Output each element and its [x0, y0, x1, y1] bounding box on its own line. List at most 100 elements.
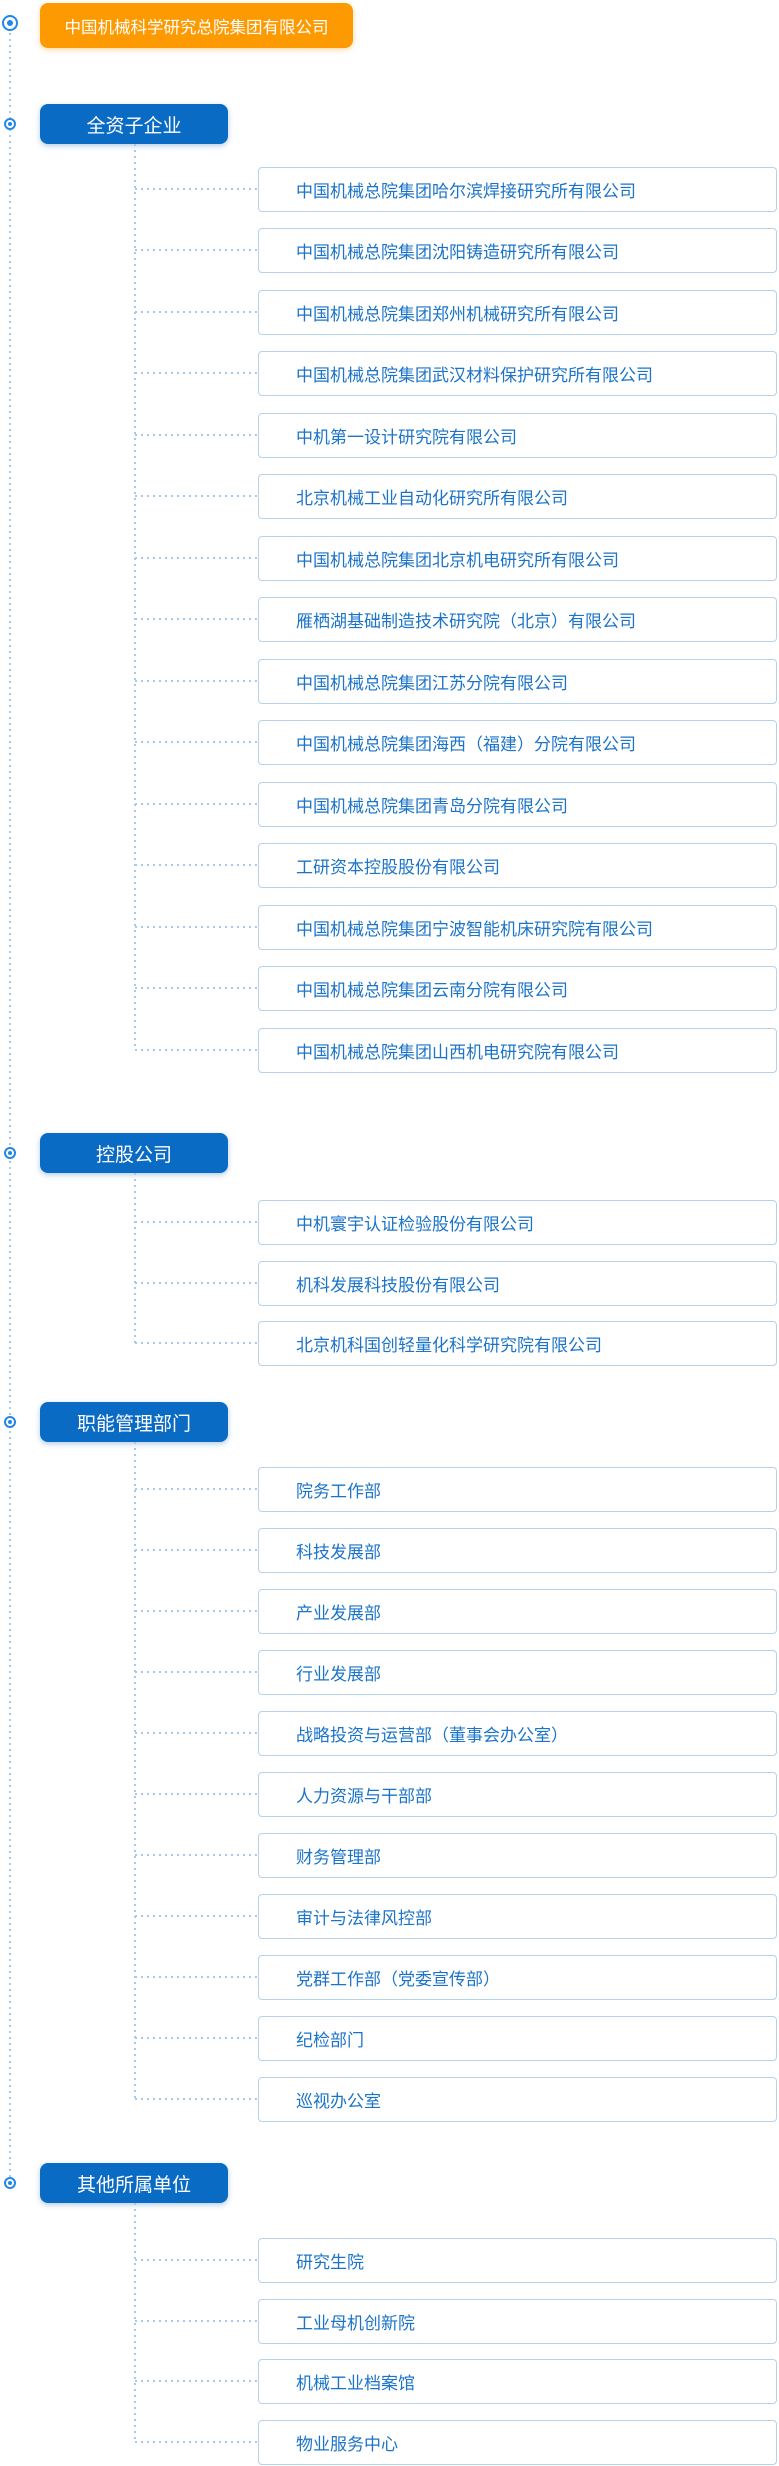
connector-line [135, 864, 257, 866]
connector-line [135, 372, 257, 374]
org-item-box[interactable]: 研究生院 [258, 2238, 777, 2283]
org-item-box[interactable]: 中国机械总院集团沈阳铸造研究所有限公司 [258, 228, 777, 273]
org-item-row: 北京机科国创轻量化科学研究院有限公司 [0, 1321, 779, 1366]
org-item-box[interactable]: 中国机械总院集团宁波智能机床研究院有限公司 [258, 904, 777, 950]
connector-line [135, 1670, 257, 1673]
org-item-box[interactable]: 中国机械总院集团江苏分院有限公司 [258, 658, 777, 704]
connector-line [135, 2319, 257, 2322]
connector-line [135, 1975, 257, 1978]
connector-line [135, 1914, 257, 1917]
org-item-box[interactable]: 产业发展部 [258, 1588, 777, 1634]
org-item-row: 院务工作部 [0, 1466, 779, 1512]
org-item-row: 工业母机创新院 [0, 2298, 779, 2344]
connector-line [135, 1281, 257, 1284]
org-item-row: 中国机械总院集团江苏分院有限公司 [0, 658, 779, 704]
tree-branch-line [134, 1442, 136, 2099]
connector-line [135, 679, 257, 682]
org-item-row: 科技发展部 [0, 1527, 779, 1573]
org-item-box[interactable]: 党群工作部（党委宣传部） [258, 1954, 777, 2000]
org-item-box[interactable]: 机科发展科技股份有限公司 [258, 1260, 777, 1306]
org-item-box[interactable]: 中国机械总院集团云南分院有限公司 [258, 966, 777, 1011]
tree-rail-line [9, 33, 11, 2177]
tree-branch-line [134, 1173, 136, 1343]
section-header-holding-companies[interactable]: 控股公司 [40, 1133, 228, 1173]
org-item-row: 行业发展部 [0, 1649, 779, 1695]
connector-line [135, 2259, 257, 2261]
org-item-box[interactable]: 中机第一设计研究院有限公司 [258, 412, 777, 458]
org-item-box[interactable]: 雁栖湖基础制造技术研究院（北京）有限公司 [258, 597, 777, 642]
connector-line [135, 802, 257, 805]
org-item-box[interactable]: 院务工作部 [258, 1466, 777, 1512]
node-bullet-icon [4, 2177, 16, 2189]
org-item-row: 中机第一设计研究院有限公司 [0, 412, 779, 458]
org-item-box[interactable]: 北京机科国创轻量化科学研究院有限公司 [258, 1321, 777, 1366]
org-item-row: 中国机械总院集团北京机电研究所有限公司 [0, 535, 779, 581]
connector-line [135, 1342, 257, 1344]
org-item-row: 党群工作部（党委宣传部） [0, 1954, 779, 2000]
org-item-row: 巡视办公室 [0, 2076, 779, 2122]
node-bullet-icon [4, 1416, 16, 1428]
node-bullet-icon [2, 15, 18, 31]
connector-line [135, 618, 257, 620]
org-item-box[interactable]: 中国机械总院集团哈尔滨焊接研究所有限公司 [258, 166, 777, 212]
org-item-box[interactable]: 工研资本控股股份有限公司 [258, 843, 777, 888]
section-header-wholly-owned-subsidiaries[interactable]: 全资子企业 [40, 104, 228, 144]
connector-line [135, 925, 257, 928]
root-org-node[interactable]: 中国机械科学研究总院集团有限公司 [40, 3, 353, 48]
org-item-box[interactable]: 工业母机创新院 [258, 2298, 777, 2344]
connector-line [135, 1221, 257, 1223]
section-header-other-affiliated-units[interactable]: 其他所属单位 [40, 2163, 228, 2203]
org-item-row: 中国机械总院集团宁波智能机床研究院有限公司 [0, 904, 779, 950]
org-item-row: 中机寰宇认证检验股份有限公司 [0, 1200, 779, 1245]
org-item-box[interactable]: 巡视办公室 [258, 2076, 777, 2122]
connector-line [135, 1853, 257, 1856]
org-item-row: 机科发展科技股份有限公司 [0, 1260, 779, 1306]
connector-line [135, 1792, 257, 1795]
org-item-row: 北京机械工业自动化研究所有限公司 [0, 474, 779, 519]
connector-line [135, 2440, 257, 2443]
org-item-box[interactable]: 纪检部门 [258, 2015, 777, 2061]
org-item-row: 机械工业档案馆 [0, 2359, 779, 2404]
org-item-row: 工研资本控股股份有限公司 [0, 843, 779, 888]
org-item-box[interactable]: 行业发展部 [258, 1649, 777, 1695]
org-item-box[interactable]: 机械工业档案馆 [258, 2359, 777, 2404]
tree-branch-line [134, 144, 136, 1050]
connector-line [135, 2380, 257, 2382]
org-item-box[interactable]: 中机寰宇认证检验股份有限公司 [258, 1200, 777, 1245]
org-item-box[interactable]: 中国机械总院集团郑州机械研究所有限公司 [258, 289, 777, 335]
connector-line [135, 987, 257, 989]
org-item-box[interactable]: 北京机械工业自动化研究所有限公司 [258, 474, 777, 519]
org-item-box[interactable]: 物业服务中心 [258, 2419, 777, 2465]
org-item-row: 产业发展部 [0, 1588, 779, 1634]
org-item-row: 中国机械总院集团海西（福建）分院有限公司 [0, 720, 779, 765]
connector-line [135, 1731, 257, 1734]
org-item-row: 物业服务中心 [0, 2419, 779, 2465]
org-item-row: 中国机械总院集团武汉材料保护研究所有限公司 [0, 351, 779, 396]
org-item-box[interactable]: 中国机械总院集团海西（福建）分院有限公司 [258, 720, 777, 765]
tree-branch-line [134, 2203, 136, 2442]
connector-line [135, 2097, 257, 2100]
org-item-row: 财务管理部 [0, 1832, 779, 1878]
org-item-box[interactable]: 财务管理部 [258, 1832, 777, 1878]
connector-line [135, 1487, 257, 1490]
org-item-row: 中国机械总院集团沈阳铸造研究所有限公司 [0, 228, 779, 273]
org-item-box[interactable]: 中国机械总院集团北京机电研究所有限公司 [258, 535, 777, 581]
org-item-box[interactable]: 中国机械总院集团青岛分院有限公司 [258, 781, 777, 827]
org-item-box[interactable]: 中国机械总院集团山西机电研究院有限公司 [258, 1027, 777, 1073]
section-header-functional-departments[interactable]: 职能管理部门 [40, 1402, 228, 1442]
org-item-row: 人力资源与干部部 [0, 1771, 779, 1817]
connector-line [135, 187, 257, 190]
org-item-row: 纪检部门 [0, 2015, 779, 2061]
org-item-box[interactable]: 人力资源与干部部 [258, 1771, 777, 1817]
connector-line [135, 1548, 257, 1551]
node-bullet-icon [4, 1147, 16, 1159]
org-item-row: 中国机械总院集团山西机电研究院有限公司 [0, 1027, 779, 1073]
connector-line [135, 741, 257, 743]
connector-line [135, 495, 257, 497]
connector-line [135, 1048, 257, 1051]
org-item-box[interactable]: 战略投资与运营部（董事会办公室） [258, 1710, 777, 1756]
org-item-box[interactable]: 中国机械总院集团武汉材料保护研究所有限公司 [258, 351, 777, 396]
org-item-box[interactable]: 科技发展部 [258, 1527, 777, 1573]
org-item-box[interactable]: 审计与法律风控部 [258, 1893, 777, 1939]
